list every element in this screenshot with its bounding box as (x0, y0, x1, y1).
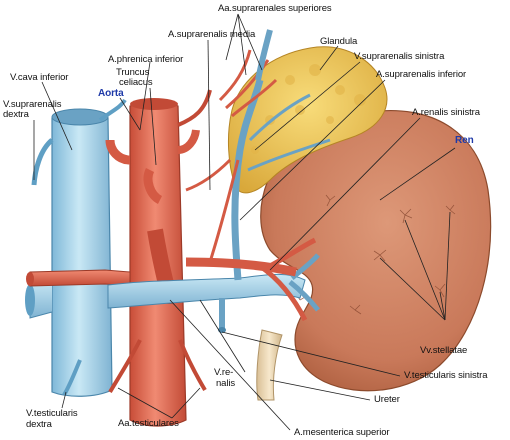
leader-lines (33, 13, 456, 431)
label-v-suprarenalis-dextra-2: dextra (3, 109, 29, 120)
left-renal-artery (185, 29, 317, 322)
label-ureter: Ureter (374, 394, 400, 405)
label-v-testicularis-sinistra: V.testicularis sinistra (404, 370, 488, 381)
inferior-vena-cava (25, 98, 127, 397)
label-v-renalis-1: V.re- (214, 367, 234, 378)
label-v-renalis-2: nalis (216, 378, 236, 389)
label-a-phrenica-inferior: A.phrenica inferior (108, 54, 184, 65)
label-a-suprarenalis-inferior: A.suprarenalis inferior (376, 69, 467, 80)
aorta (26, 89, 212, 427)
ureter (256, 329, 283, 401)
label-v-testicularis-dextra-1: V.testicularis (26, 408, 78, 419)
label-aa-suprarenales-superiores: Aa.suprarenales superiores (218, 3, 332, 14)
label-aa-testiculares: Aa.testiculares (118, 418, 179, 429)
label-a-suprarenalis-media: A.suprarenalis media (168, 29, 256, 40)
label-v-suprarenalis-dextra-1: V.suprarenalis (3, 99, 62, 110)
label-glandula: Glandula (320, 36, 358, 47)
label-v-testicularis-dextra-2: dextra (26, 419, 52, 430)
label-ren: Ren (455, 135, 474, 146)
label-vv-stellatae: Vv.stellatae (420, 345, 468, 356)
label-aorta: Aorta (98, 88, 124, 99)
label-a-mesenterica-superior: A.mesenterica superior (294, 427, 390, 438)
label-v-suprarenalis-sinistra: V.suprarenalis sinistra (354, 51, 445, 62)
label-celiacus: celiacus (119, 77, 153, 88)
label-truncus: Truncus (116, 67, 150, 78)
label-v-cava-inferior: V.cava inferior (10, 72, 69, 83)
label-a-renalis-sinistra: A.renalis sinistra (412, 107, 480, 118)
